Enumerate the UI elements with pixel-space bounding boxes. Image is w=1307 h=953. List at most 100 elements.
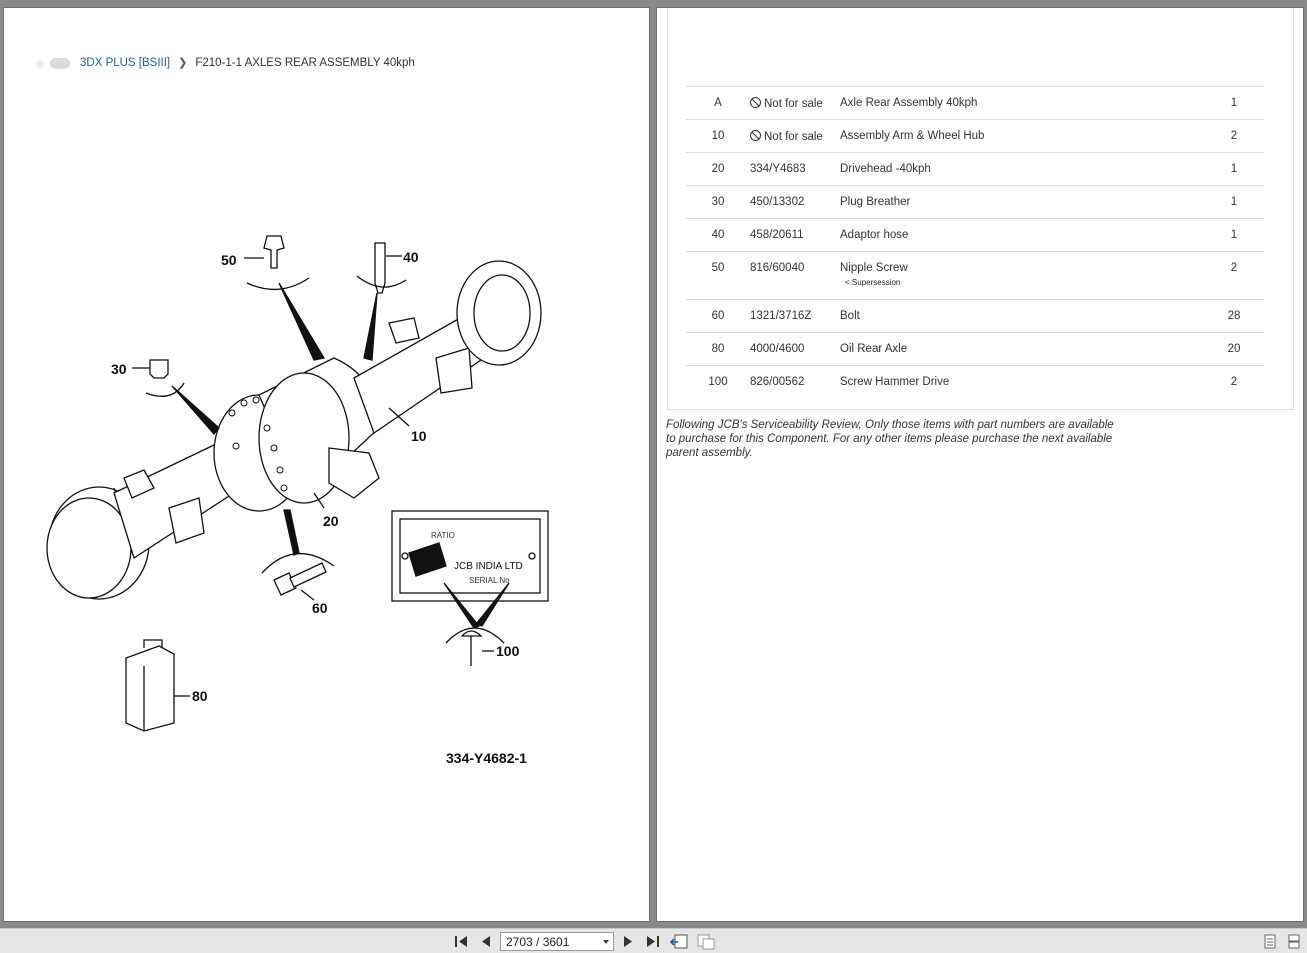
parts-table: A Not for sale Axle Rear Assembly 40kph 1 10… [686, 86, 1264, 399]
item-number: 20 [711, 163, 725, 175]
breadcrumb-home-toggle[interactable] [32, 57, 72, 69]
not-for-sale-icon [750, 97, 761, 108]
item-number: A [714, 97, 722, 109]
callout-label: 10 [411, 428, 427, 444]
part-number-text: 1321/3716Z [750, 310, 812, 322]
part-description: Drivehead -40kph [840, 153, 1204, 186]
item-number: 60 [711, 310, 725, 322]
breadcrumb-current: F210-1-1 AXLES REAR ASSEMBLY 40kph [195, 56, 415, 69]
part-number-text: 458/20611 [750, 229, 804, 241]
callout-10: 10 [388, 407, 427, 444]
part-number: Not for sale [750, 87, 840, 120]
callout-80-oil-container: 80 [125, 639, 208, 732]
single-page-view-icon[interactable] [1261, 933, 1279, 950]
part-quantity: 1 [1230, 196, 1238, 208]
exploded-parts-diagram: 50 40 30 10 20 [46, 235, 549, 766]
parts-list-card: A Not for sale Axle Rear Assembly 40kph 1 10… [667, 8, 1294, 410]
supersession-link[interactable]: < Supersession [845, 278, 901, 287]
part-quantity: 20 [1227, 343, 1241, 355]
callout-label: 30 [111, 361, 127, 377]
part-number-text: Not for sale [764, 98, 823, 110]
part-quantity: 28 [1227, 310, 1241, 322]
previous-page-icon[interactable] [477, 933, 495, 950]
continuous-view-icon[interactable] [1285, 933, 1303, 950]
table-row[interactable]: 20 334/Y4683 Drivehead -40kph 1 [686, 152, 1264, 186]
table-row[interactable]: 40 458/20611 Adaptor hose 1 [686, 218, 1264, 252]
page-indicator-text: 2703 / 3601 [506, 935, 570, 949]
description-text: Nipple Screw [840, 262, 908, 274]
go-forward-view-icon[interactable] [697, 933, 715, 950]
drawing-number: 334-Y4682-1 [446, 750, 527, 766]
part-number[interactable]: 4000/4600 [750, 333, 840, 366]
part-quantity: 1 [1230, 163, 1238, 175]
part-number[interactable]: 450/13302 [750, 186, 840, 219]
item-number: 10 [711, 130, 725, 142]
part-description: Bolt [840, 300, 1204, 333]
callout-30-plug: 30 [111, 359, 220, 436]
callout-label: 60 [312, 600, 328, 616]
plate-serial-text: SERIAL No [469, 576, 510, 585]
right-page: A Not for sale Axle Rear Assembly 40kph 1 10… [656, 7, 1304, 922]
callout-20: 20 [313, 492, 339, 529]
page-number-select[interactable]: 2703 / 3601 [500, 932, 614, 951]
description-text: Plug Breather [840, 196, 911, 208]
description-text: Oil Rear Axle [840, 343, 908, 355]
part-number-text: 4000/4600 [750, 343, 805, 355]
plate-ratio-text: RATIO [431, 531, 455, 540]
part-quantity: 2 [1230, 262, 1238, 274]
description-text: Screw Hammer Drive [840, 376, 950, 388]
part-number-text: Not for sale [764, 131, 823, 143]
part-number-text: 334/Y4683 [750, 163, 806, 175]
first-page-icon[interactable] [452, 933, 470, 950]
part-description: Nipple Screw < Supersession [840, 252, 1204, 300]
part-description: Assembly Arm & Wheel Hub [840, 120, 1204, 153]
breadcrumb-parent-link[interactable]: 3DX PLUS [BSIII] [80, 56, 171, 69]
part-description: Adaptor hose [840, 219, 1204, 252]
part-number[interactable]: 826/00562 [750, 366, 840, 399]
part-number-text: 450/13302 [750, 196, 805, 208]
part-number[interactable]: 458/20611 [750, 219, 840, 252]
description-text: Assembly Arm & Wheel Hub [840, 130, 985, 142]
plate-brand-text: JCB INDIA LTD [454, 561, 523, 572]
part-number[interactable]: 816/60040 [750, 252, 840, 300]
next-page-icon[interactable] [619, 933, 637, 950]
part-number[interactable]: 334/Y4683 [750, 153, 840, 186]
chevron-right-icon: ❯ [178, 57, 188, 69]
table-row[interactable]: 10 Not for sale Assembly Arm & Wheel Hub 2 [686, 119, 1264, 153]
table-row[interactable]: 60 1321/3716Z Bolt 28 [686, 299, 1264, 333]
table-row[interactable]: 30 450/13302 Plug Breather 1 [686, 185, 1264, 219]
left-page: 3DX PLUS [BSIII] ❯ F210-1-1 AXLES REAR A… [3, 7, 650, 922]
last-page-icon[interactable] [644, 933, 662, 950]
part-description: Axle Rear Assembly 40kph [840, 87, 1204, 120]
callout-label: 80 [192, 688, 208, 704]
description-text: Axle Rear Assembly 40kph [840, 97, 978, 109]
go-back-view-icon[interactable] [670, 933, 688, 950]
callout-50-nipple: 50 [221, 235, 326, 361]
viewer-toolbar: 2703 / 3601 [0, 928, 1307, 953]
dropdown-arrow-icon [603, 940, 609, 944]
callout-label: 50 [221, 252, 237, 268]
breadcrumb: 3DX PLUS [BSIII] ❯ F210-1-1 AXLES REAR A… [32, 56, 415, 69]
flange-bolts [228, 396, 288, 492]
center-housing [213, 357, 380, 512]
part-number: Not for sale [750, 120, 840, 153]
callout-label: 100 [496, 643, 520, 659]
item-number: 80 [711, 343, 725, 355]
item-number: 30 [711, 196, 725, 208]
item-number: 40 [711, 229, 725, 241]
part-quantity: 2 [1230, 130, 1238, 142]
part-quantity: 1 [1230, 229, 1238, 241]
callout-60-bolt: 60 [261, 509, 335, 616]
part-description: Screw Hammer Drive [840, 366, 1204, 399]
serviceability-note: Following JCB's Serviceability Review, O… [666, 419, 1114, 459]
serial-plate: RATIO JCB INDIA LTD SERIAL No 100 [391, 510, 549, 666]
item-number: 50 [711, 262, 725, 274]
table-row[interactable]: 80 4000/4600 Oil Rear Axle 20 [686, 332, 1264, 366]
callout-label: 20 [323, 513, 339, 529]
item-number: 100 [708, 376, 728, 388]
part-description: Oil Rear Axle [840, 333, 1204, 366]
part-number[interactable]: 1321/3716Z [750, 300, 840, 333]
